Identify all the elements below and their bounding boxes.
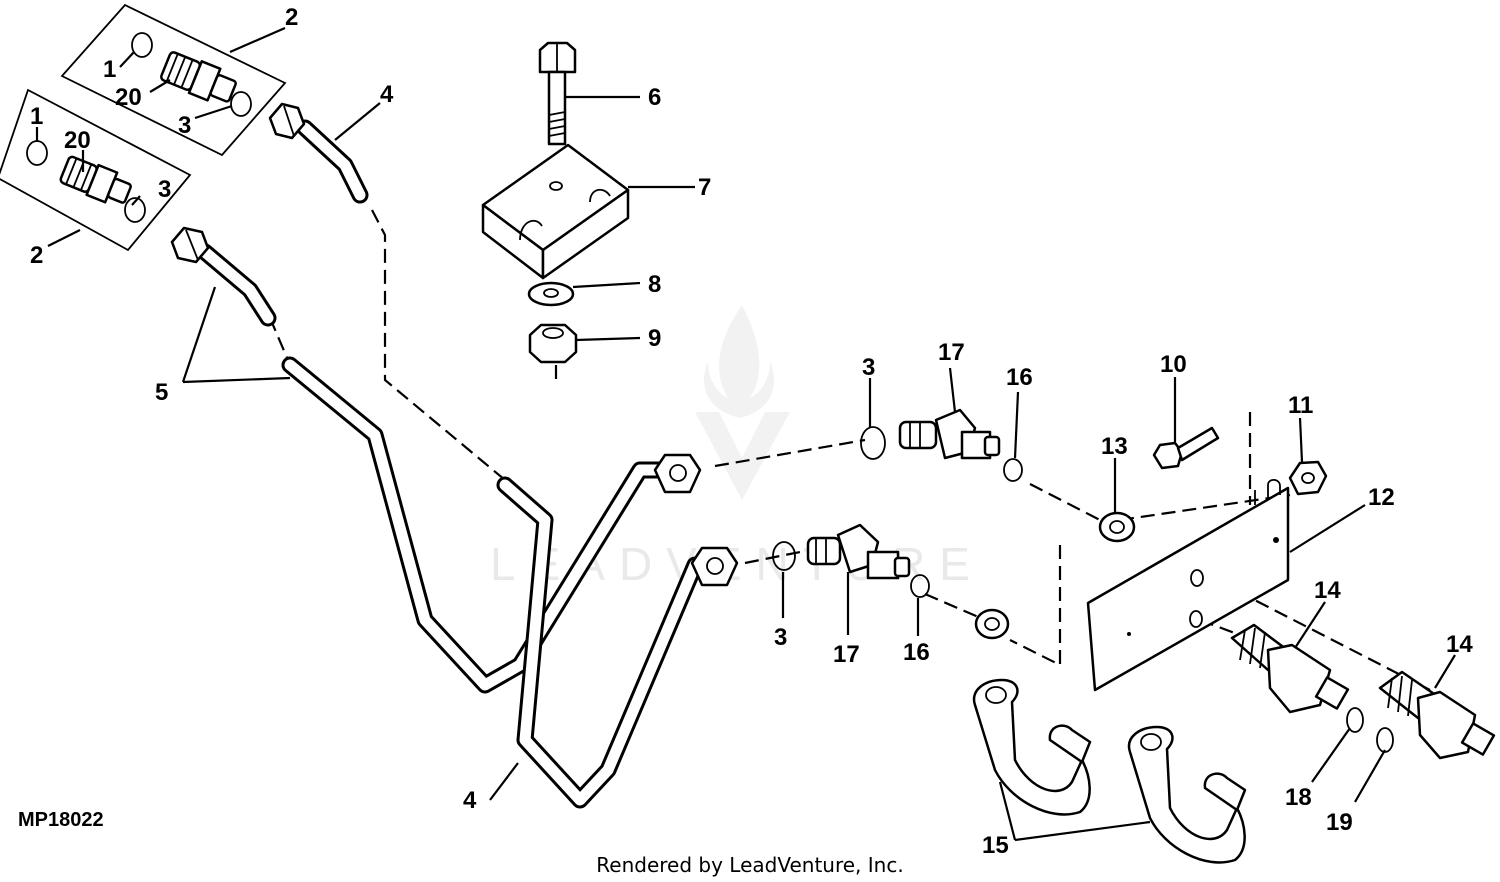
o-ring-3-upper: [230, 91, 252, 117]
leader-lines: [35, 26, 1456, 842]
o-ring-16-upper: [1003, 458, 1023, 482]
callout-20-lower: 20: [64, 127, 91, 154]
callout-5: 5: [155, 379, 168, 406]
o-ring-3-upper-right: [860, 426, 886, 460]
callout-16-lower: 16: [903, 639, 930, 666]
bolt-10: [1152, 426, 1220, 470]
bracket-15-right: [1127, 725, 1247, 864]
callout-4-upper: 4: [380, 81, 394, 108]
clamp-assembly: [481, 41, 630, 364]
o-ring-19: [1376, 727, 1394, 753]
adapter-fitting-20-lower: [59, 155, 132, 204]
tube-nut-upper-right: [653, 453, 702, 494]
coupler-14-left: [1230, 623, 1350, 714]
leadventure-logo: [695, 305, 790, 500]
callout-1-lower: 1: [30, 103, 43, 130]
tube-nut-lower-left: [170, 226, 210, 264]
callout-16-upper: 16: [1006, 364, 1033, 391]
elbow-fitting-17-lower: [806, 523, 911, 580]
washer-8: [527, 281, 575, 307]
callout-19: 19: [1326, 809, 1353, 836]
fitting-kit-lower: [0, 88, 192, 252]
callout-3-right-upper: 3: [862, 354, 875, 381]
callout-3-right-lower: 3: [774, 624, 787, 651]
callout-2-upper: 2: [285, 4, 298, 31]
callout-3-upper: 3: [178, 112, 191, 139]
callout-18: 18: [1285, 784, 1312, 811]
o-ring-3-lower-right: [772, 541, 796, 571]
callout-6: 6: [648, 84, 661, 111]
callout-15: 15: [982, 832, 1009, 859]
callout-labels: 1 2 20 3 1 20 3 2 4 5 4 6 7 8 9 3 17 16 …: [30, 4, 1473, 859]
o-ring-18: [1346, 707, 1364, 733]
o-ring-3-lower: [124, 197, 146, 223]
hydraulic-tubes: [170, 102, 739, 809]
callout-20-upper: 20: [115, 84, 142, 111]
callout-14-right: 14: [1446, 631, 1473, 658]
callout-14-left: 14: [1314, 577, 1341, 604]
nut-11: [1288, 460, 1328, 496]
footer-credit: Rendered by LeadVenture, Inc.: [596, 853, 903, 877]
tube-nut-upper-left: [268, 102, 306, 140]
o-ring-1-lower: [26, 140, 48, 166]
assembly-lines: [268, 96, 1431, 691]
callout-10: 10: [1160, 351, 1187, 378]
clip-13-lower: [974, 608, 1010, 640]
callout-12: 12: [1368, 484, 1395, 511]
callout-17-lower: 17: [833, 641, 860, 668]
callout-13: 13: [1101, 433, 1128, 460]
fitting-kit-upper: [60, 3, 287, 157]
coupler-14-right: [1378, 670, 1496, 760]
callout-9: 9: [648, 325, 661, 352]
figure-id: MP18022: [18, 809, 104, 831]
o-ring-16-lower: [910, 574, 930, 598]
nut-9: [528, 323, 578, 364]
o-ring-1-upper: [131, 32, 153, 58]
callout-17-upper: 17: [938, 339, 965, 366]
tube-nut-lower-right: [690, 546, 739, 587]
adapter-fitting-20-upper: [160, 51, 237, 103]
right-fittings: [772, 408, 1496, 864]
callout-2-lower: 2: [30, 242, 43, 269]
bracket-15-left: [972, 678, 1092, 816]
elbow-fitting-17-upper: [898, 408, 1001, 460]
callout-3-lower: 3: [158, 176, 171, 203]
clip-13: [1098, 511, 1136, 543]
bolt-6: [538, 41, 577, 146]
callout-4-lower: 4: [463, 787, 477, 814]
callout-1-upper: 1: [103, 56, 116, 83]
callout-11: 11: [1288, 392, 1313, 419]
clamp-block-7: [481, 143, 630, 280]
callout-8: 8: [648, 271, 661, 298]
mounting-plate-12: [1086, 478, 1290, 692]
callout-7: 7: [698, 174, 711, 201]
